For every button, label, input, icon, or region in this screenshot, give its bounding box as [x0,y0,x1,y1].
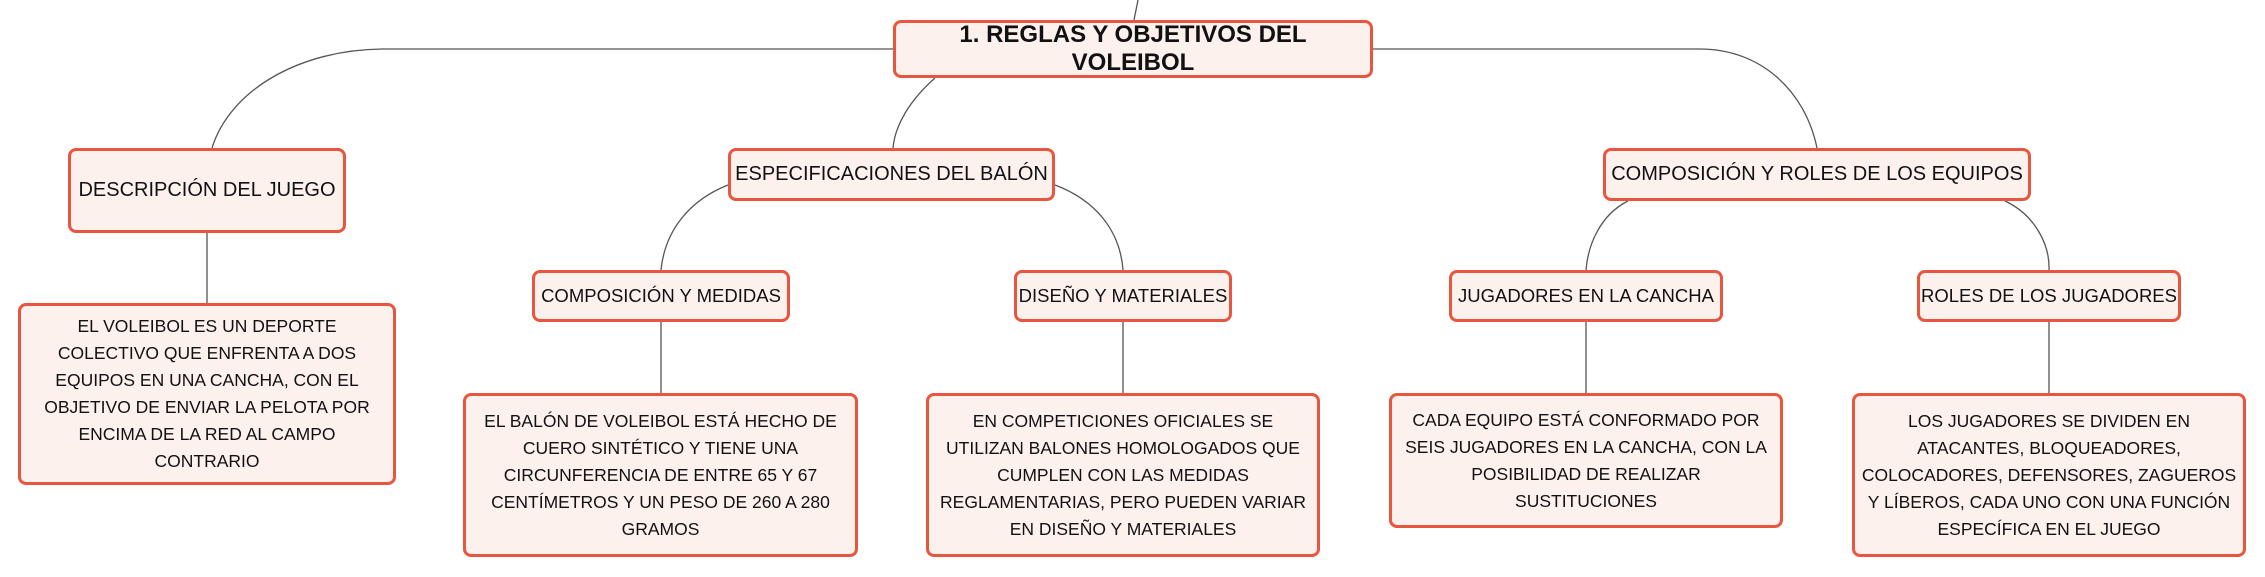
node-descripcion-del-juego[interactable]: DESCRIPCIÓN DEL JUEGO [68,148,346,233]
node-equipos-label: COMPOSICIÓN Y ROLES DE LOS EQUIPOS [1611,163,2023,185]
node-balon-label: ESPECIFICACIONES DEL BALÓN [735,163,1048,185]
node-especificaciones-del-balon[interactable]: ESPECIFICACIONES DEL BALÓN [728,148,1055,201]
node-jugadores-text[interactable]: CADA EQUIPO ESTÁ CONFORMADO POR SEIS JUG… [1389,393,1783,528]
node-diseno-text-label: EN COMPETICIONES OFICIALES SE UTILIZAN B… [940,410,1306,539]
node-composicion-text-label: EL BALÓN DE VOLEIBOL ESTÁ HECHO DE CUERO… [484,410,837,539]
node-roles-text[interactable]: LOS JUGADORES SE DIVIDEN EN ATACANTES, B… [1852,393,2246,557]
root-node[interactable]: 1. REGLAS Y OBJETIVOS DEL VOLEIBOL [893,20,1373,78]
node-composicion-text[interactable]: EL BALÓN DE VOLEIBOL ESTÁ HECHO DE CUERO… [463,393,858,557]
connector-balon-composicion [660,184,729,271]
connector-top-stub [1133,0,1139,21]
node-composicion-y-medidas[interactable]: COMPOSICIÓN Y MEDIDAS [532,270,790,322]
connector-balon-diseno [1054,184,1124,271]
node-descripcion-text[interactable]: EL VOLEIBOL ES UN DEPORTE COLECTIVO QUE … [18,303,396,485]
node-jugadores-label: JUGADORES EN LA CANCHA [1458,285,1714,306]
node-jugadores-en-la-cancha[interactable]: JUGADORES EN LA CANCHA [1449,270,1723,322]
connector-root-balon [892,77,936,149]
node-descripcion-text-label: EL VOLEIBOL ES UN DEPORTE COLECTIVO QUE … [44,316,370,471]
root-title: 1. REGLAS Y OBJETIVOS DEL VOLEIBOL [959,21,1307,76]
connector-root-descripcion [211,48,893,149]
node-composicion-label: COMPOSICIÓN Y MEDIDAS [541,285,781,306]
node-roles-label: ROLES DE LOS JUGADORES [1921,285,2177,306]
connector-equipos-roles [2004,200,2050,271]
node-jugadores-text-label: CADA EQUIPO ESTÁ CONFORMADO POR SEIS JUG… [1405,409,1767,511]
node-roles-text-label: LOS JUGADORES SE DIVIDEN EN ATACANTES, B… [1861,410,2237,539]
connector-equipos-jugadores [1585,200,1629,271]
node-descripcion-label: DESCRIPCIÓN DEL JUEGO [78,179,336,201]
node-composicion-y-roles-de-los-equipos[interactable]: COMPOSICIÓN Y ROLES DE LOS EQUIPOS [1603,148,2031,201]
node-diseno-y-materiales[interactable]: DISEÑO Y MATERIALES [1014,270,1232,322]
connector-root-equipos [1373,48,1818,149]
node-roles-de-los-jugadores[interactable]: ROLES DE LOS JUGADORES [1917,270,2181,322]
node-diseno-text[interactable]: EN COMPETICIONES OFICIALES SE UTILIZAN B… [926,393,1320,557]
node-diseno-label: DISEÑO Y MATERIALES [1018,285,1228,306]
